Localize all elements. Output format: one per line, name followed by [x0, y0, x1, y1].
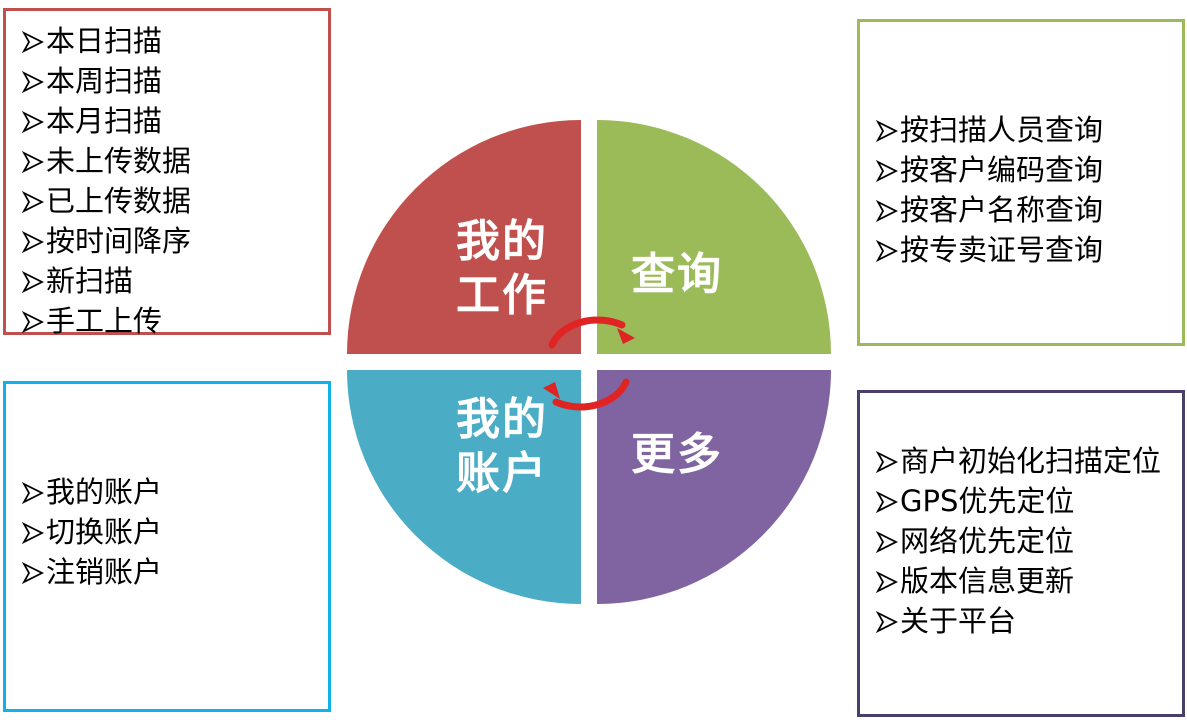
- menu-item-label: 本月扫描: [46, 104, 163, 138]
- quadrant-more[interactable]: [597, 370, 831, 604]
- quadrant-title-line: 我的: [456, 394, 548, 445]
- menu-item[interactable]: 本周扫描: [22, 61, 328, 101]
- menu-item-label: 按扫描人员查询: [900, 113, 1104, 147]
- menu-item[interactable]: 按客户名称查询: [876, 190, 1182, 230]
- arrow-bullet-icon: [876, 481, 900, 521]
- arrow-bullet-icon: [876, 601, 900, 641]
- arrow-bullet-icon: [876, 521, 900, 561]
- menu-item[interactable]: GPS优先定位: [876, 481, 1168, 521]
- menu-item-label: GPS优先定位: [900, 484, 1075, 518]
- arrow-bullet-icon: [22, 181, 46, 221]
- quadrant-wheel: [347, 120, 831, 604]
- menu-item-label: 按时间降序: [46, 224, 192, 258]
- quadrant-my-account[interactable]: [347, 370, 581, 604]
- menu-item-label: 注销账户: [46, 555, 163, 589]
- arrow-bullet-icon: [22, 61, 46, 101]
- menu-item-label: 版本信息更新: [900, 564, 1075, 598]
- cycle-arrow-heads: [543, 328, 635, 399]
- my-work-menu-list: 本日扫描本周扫描本月扫描未上传数据已上传数据按时间降序新扫描手工上传: [22, 21, 328, 341]
- menu-item[interactable]: 切换账户: [22, 512, 328, 552]
- menu-item[interactable]: 按时间降序: [22, 221, 328, 261]
- quadrant-my-work[interactable]: [347, 120, 581, 354]
- menu-item[interactable]: 按扫描人员查询: [876, 110, 1182, 150]
- arrow-bullet-icon: [22, 512, 46, 552]
- my-account-label: 我的账户: [437, 393, 567, 501]
- menu-item[interactable]: 我的账户: [22, 472, 328, 512]
- arrow-bullet-icon: [22, 301, 46, 341]
- arrow-bullet-icon: [22, 261, 46, 301]
- menu-item[interactable]: 未上传数据: [22, 141, 328, 181]
- query-menu-box: 按扫描人员查询按客户编码查询按客户名称查询按专卖证号查询: [857, 19, 1185, 346]
- menu-item[interactable]: 按客户编码查询: [876, 150, 1182, 190]
- menu-item[interactable]: 按专卖证号查询: [876, 230, 1182, 270]
- more-menu-box: 商户初始化扫描定位 GPS优先定位网络优先定位版本信息更新关于平台: [857, 390, 1185, 717]
- arrow-bullet-icon: [876, 150, 900, 190]
- menu-item-label: 已上传数据: [46, 184, 192, 218]
- menu-item[interactable]: 本日扫描: [22, 21, 328, 61]
- quadrant-title-line: 查询: [631, 249, 723, 300]
- menu-item[interactable]: 版本信息更新: [876, 561, 1168, 601]
- menu-item-label: 新扫描: [46, 264, 134, 298]
- menu-item-label: 关于平台: [900, 604, 1017, 638]
- quadrant-title-line: 账户: [456, 448, 548, 499]
- menu-item[interactable]: 注销账户: [22, 552, 328, 592]
- my-account-menu-list: 我的账户切换账户注销账户: [22, 472, 328, 592]
- menu-item-label: 本周扫描: [46, 64, 163, 98]
- arrow-bullet-icon: [876, 190, 900, 230]
- menu-item[interactable]: 手工上传: [22, 301, 328, 341]
- menu-item-label: 切换账户: [46, 515, 163, 549]
- arrow-bullet-icon: [876, 110, 900, 150]
- arrow-bullet-icon: [22, 472, 46, 512]
- arrow-bullet-icon: [876, 230, 900, 270]
- query-label: 查询: [612, 248, 742, 302]
- arrow-bullet-icon: [876, 561, 900, 601]
- menu-item-label: 手工上传: [46, 304, 163, 338]
- quadrant-title-line: 更多: [631, 429, 723, 480]
- menu-item[interactable]: 商户初始化扫描定位: [876, 441, 1168, 481]
- menu-item-label: 按专卖证号查询: [900, 233, 1104, 267]
- menu-item-label: 按客户名称查询: [900, 193, 1104, 227]
- menu-item[interactable]: 网络优先定位: [876, 521, 1168, 561]
- menu-item-label: 商户初始化扫描定位: [900, 444, 1162, 478]
- menu-item[interactable]: 关于平台: [876, 601, 1168, 641]
- menu-item-label: 未上传数据: [46, 144, 192, 178]
- more-label: 更多: [612, 428, 742, 482]
- arrow-bullet-icon: [22, 101, 46, 141]
- arrow-bullet-icon: [22, 21, 46, 61]
- arrow-bullet-icon: [22, 141, 46, 181]
- menu-item-label: 按客户编码查询: [900, 153, 1104, 187]
- my-account-menu-box: 我的账户切换账户注销账户: [3, 381, 331, 712]
- arrow-bullet-icon: [876, 441, 900, 481]
- quadrant-title-line: 我的: [456, 216, 548, 267]
- cycle-arrows-icon: [548, 316, 630, 411]
- menu-item[interactable]: 本月扫描: [22, 101, 328, 141]
- menu-item-label: 网络优先定位: [900, 524, 1075, 558]
- menu-item[interactable]: 已上传数据: [22, 181, 328, 221]
- query-menu-list: 按扫描人员查询按客户编码查询按客户名称查询按专卖证号查询: [876, 110, 1182, 270]
- arrow-bullet-icon: [22, 221, 46, 261]
- menu-item[interactable]: 新扫描: [22, 261, 328, 301]
- quadrant-title-line: 工作: [456, 270, 548, 321]
- menu-item-label: 本日扫描: [46, 24, 163, 58]
- more-menu-list: 商户初始化扫描定位 GPS优先定位网络优先定位版本信息更新关于平台: [876, 441, 1168, 641]
- menu-item-label: 我的账户: [46, 475, 163, 509]
- quadrant-query[interactable]: [597, 120, 831, 354]
- my-work-label: 我的工作: [437, 215, 567, 323]
- arrow-bullet-icon: [22, 552, 46, 592]
- my-work-menu-box: 本日扫描本周扫描本月扫描未上传数据已上传数据按时间降序新扫描手工上传: [3, 8, 331, 338]
